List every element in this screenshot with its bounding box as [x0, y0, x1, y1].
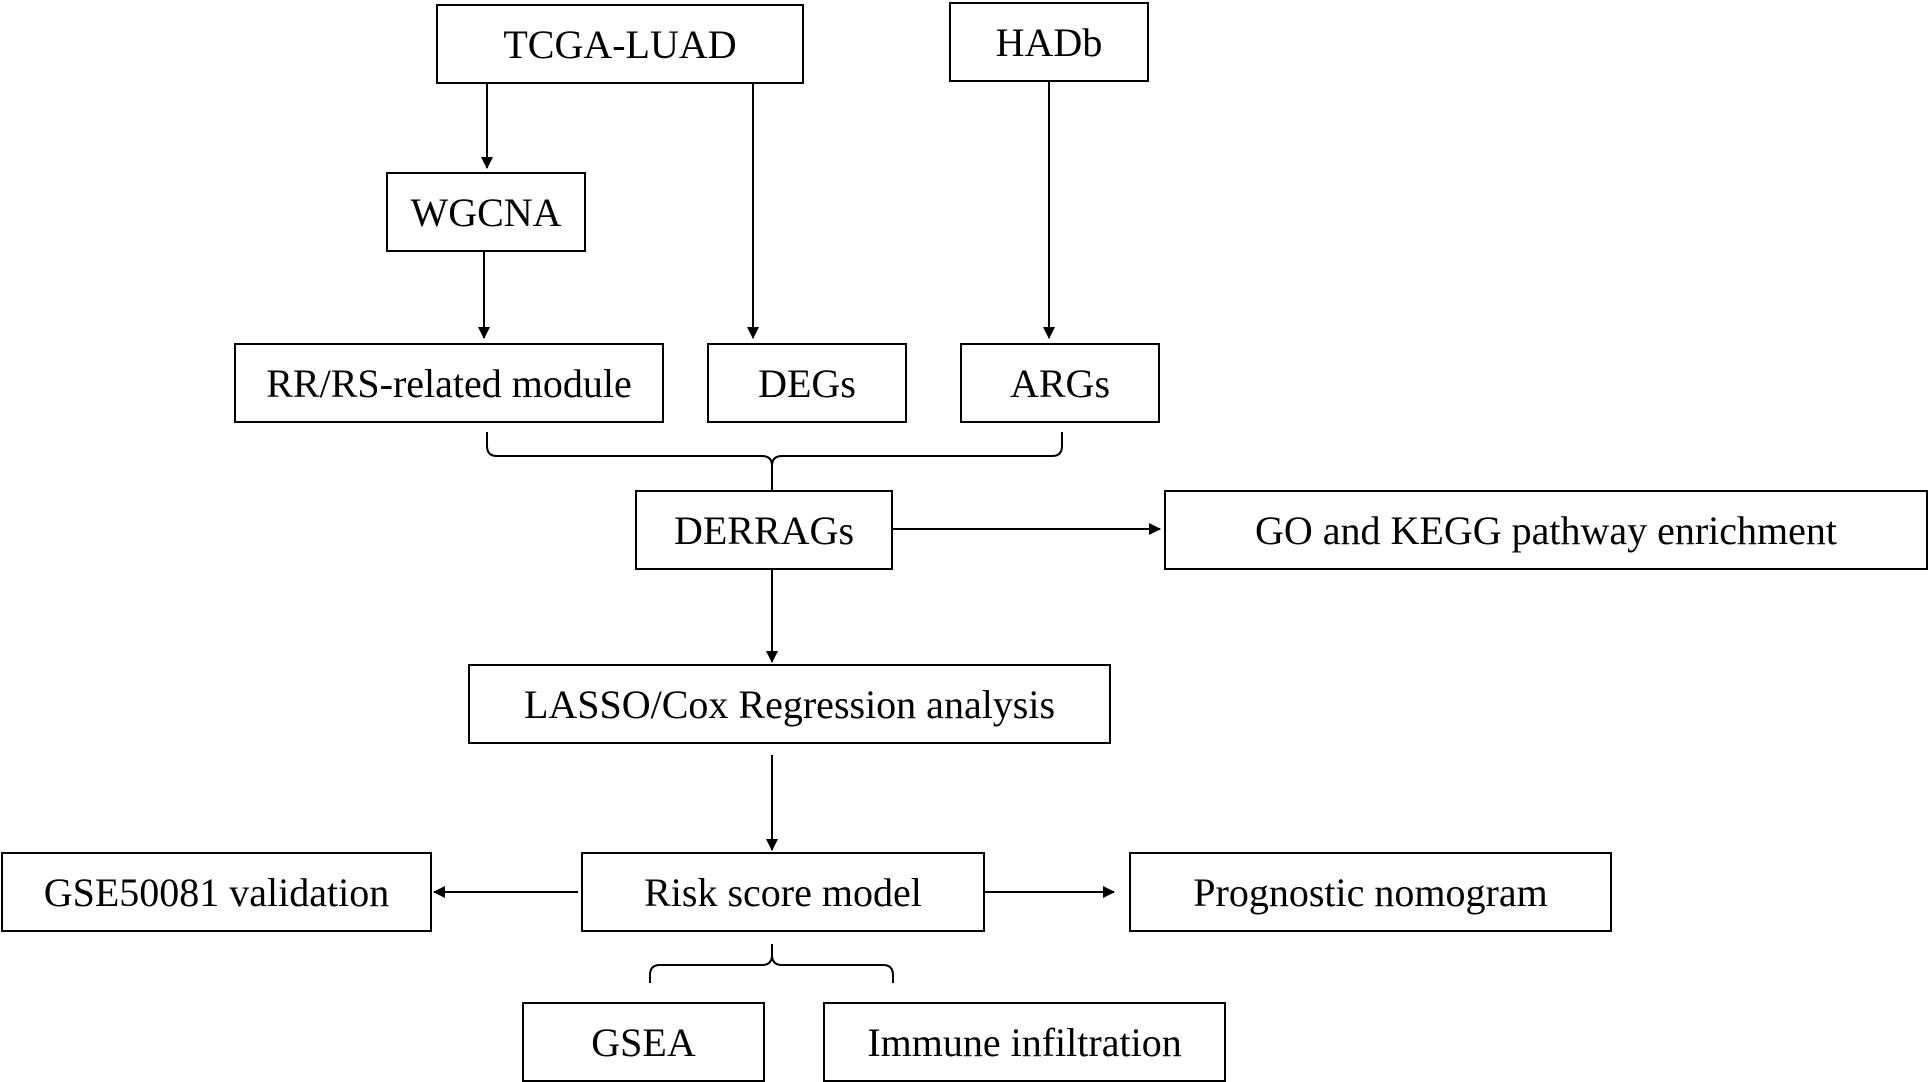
node-go-kegg: GO and KEGG pathway enrichment [1164, 490, 1928, 570]
node-degs: DEGs [707, 343, 907, 423]
node-gse-validation: GSE50081 validation [1, 852, 432, 932]
node-wgcna: WGCNA [386, 172, 586, 252]
node-derrags: DERRAGs [635, 490, 893, 570]
split-brace-risk [649, 944, 894, 983]
node-risk-score: Risk score model [581, 852, 985, 932]
node-rr-rs-module: RR/RS-related module [234, 343, 664, 423]
node-hadb: HADb [949, 2, 1149, 82]
node-args: ARGs [960, 343, 1160, 423]
node-tcga-luad: TCGA-LUAD [436, 4, 804, 84]
node-immune-infiltration: Immune infiltration [823, 1002, 1226, 1082]
node-gsea: GSEA [522, 1002, 765, 1082]
merge-brace-derrags [486, 432, 1063, 490]
node-nomogram: Prognostic nomogram [1129, 852, 1612, 932]
node-lasso-cox: LASSO/Cox Regression analysis [468, 664, 1111, 744]
